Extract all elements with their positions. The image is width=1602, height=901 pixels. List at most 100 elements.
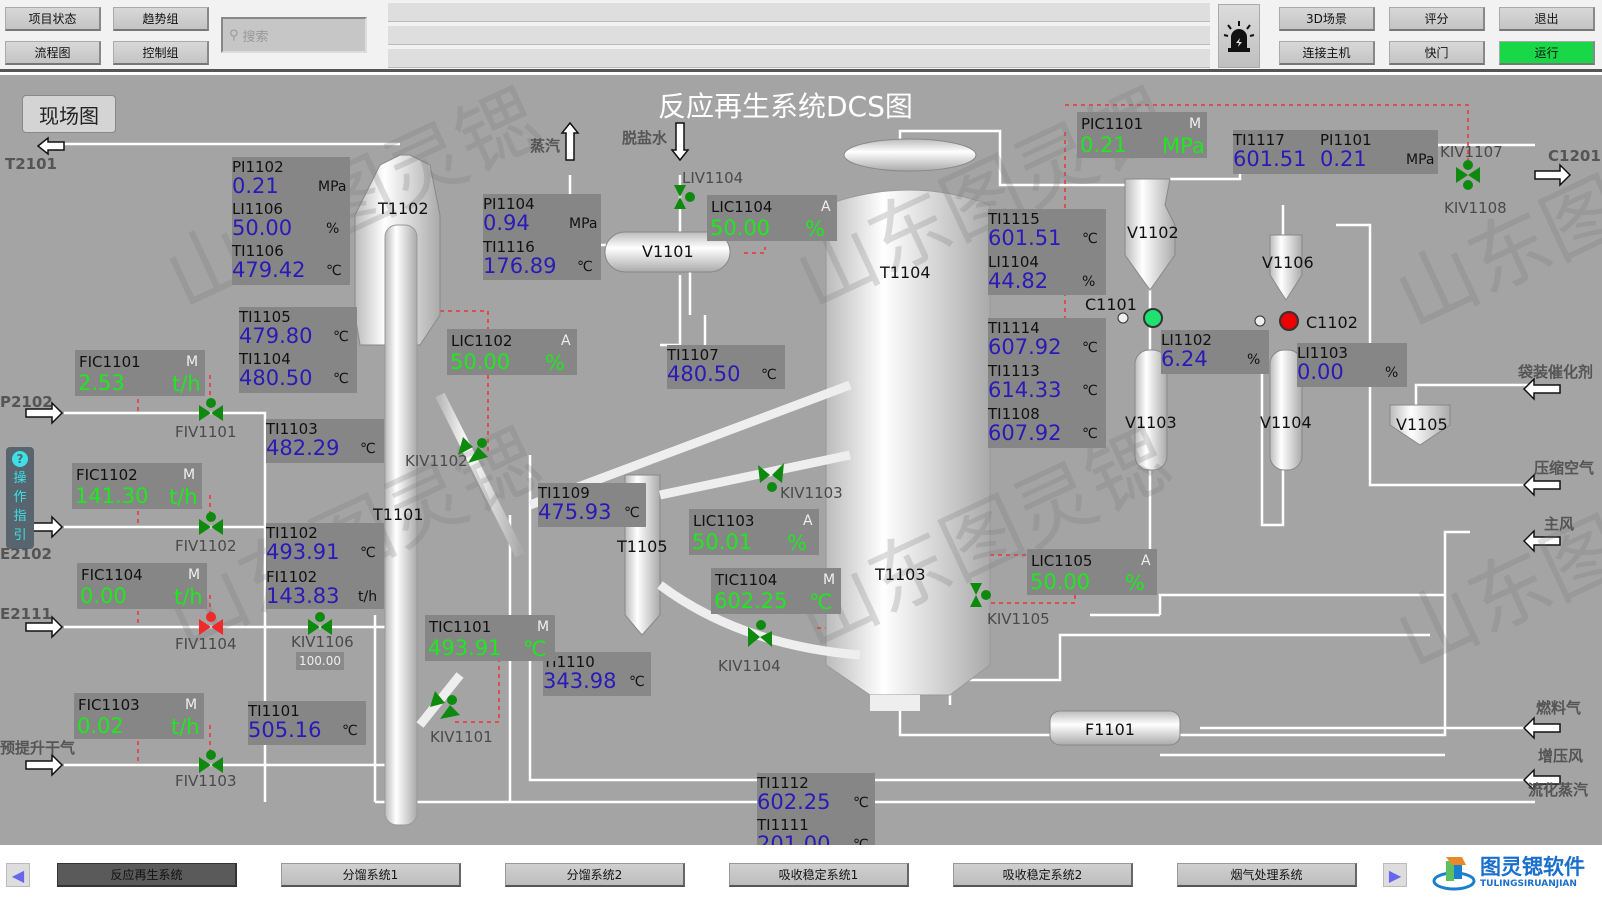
search-icon: ⚲	[229, 27, 239, 43]
equipment-C1102[interactable]: C1102	[1306, 313, 1358, 332]
controller-FIC1103[interactable]: FIC1103 M 0.02 t/h	[74, 693, 204, 739]
system-tabs-bar: ◀ 反应再生系统 分馏系统1 分馏系统2 吸收稳定系统1 吸收稳定系统2 烟气处…	[0, 845, 1602, 901]
operation-guide-button[interactable]: ? 操 作 指 引	[6, 447, 34, 549]
indicator-panel-TI1110-inner: TI1110 343.98 ℃	[543, 652, 651, 696]
top-toolbar: 项目状态 趋势组 流程图 控制组 ⚲ 搜索 3D场景 评分 退出 连接主机 快门…	[0, 0, 1602, 72]
control-group-button[interactable]: 控制组	[113, 41, 209, 65]
next-page-button[interactable]: ▶	[1383, 863, 1407, 887]
chevron-right-icon: ▶	[1388, 865, 1402, 885]
indicator-panel-TI1114: TI1114 607.92 ℃ TI1113 614.33 ℃ TI1108 6…	[988, 318, 1106, 448]
valve-KIV1108[interactable]: KIV1108	[1444, 199, 1507, 217]
controller-PIC1101[interactable]: PIC1101 M 0.21 MPa	[1077, 112, 1207, 158]
equipment-V1106[interactable]: V1106	[1262, 253, 1314, 272]
alarm-button[interactable]	[1218, 4, 1260, 68]
company-logo: 图灵锶软件 TULINGSIRUANJIAN	[1432, 851, 1602, 897]
stream-label-main-air: 主风	[1544, 515, 1575, 533]
equipment-V1102[interactable]: V1102	[1127, 223, 1179, 242]
valve-KIV1106[interactable]: KIV1106	[291, 633, 354, 651]
controller-LIC1102[interactable]: LIC1102 A 50.00 %	[447, 329, 577, 375]
equipment-T1101[interactable]: T1101	[373, 505, 424, 524]
indicator-panel-LI1103: LI1103 0.00 %	[1297, 343, 1407, 387]
valve-KIV1101[interactable]: KIV1101	[430, 728, 493, 746]
equipment-T1105[interactable]: T1105	[617, 537, 668, 556]
indicator-panel-TI1109: TI1109 475.93 ℃	[538, 483, 646, 527]
controller-FIC1102[interactable]: FIC1102 M 141.30 t/h	[72, 463, 202, 509]
equipment-F1101[interactable]: F1101	[1085, 720, 1135, 739]
stream-label-P2102: P2102	[0, 393, 53, 411]
tab-fractionation-2[interactable]: 分馏系统2	[505, 863, 685, 887]
logo-subtext: TULINGSIRUANJIAN	[1480, 879, 1577, 889]
equipment-T1103[interactable]: T1103	[875, 565, 926, 584]
trend-group-button[interactable]: 趋势组	[113, 7, 209, 31]
tab-absorption-stabilization-2[interactable]: 吸收稳定系统2	[953, 863, 1133, 887]
logo-text: 图灵锶软件	[1480, 855, 1585, 879]
score-button[interactable]: 评分	[1389, 7, 1485, 31]
stream-label-steam: 蒸汽	[530, 137, 561, 155]
stream-label-compressed-air: 压缩空气	[1534, 459, 1595, 477]
stream-label-E2102: E2102	[0, 545, 52, 563]
run-button[interactable]: 运行	[1499, 41, 1595, 65]
equipment-C1101[interactable]: C1101	[1085, 295, 1137, 314]
valve-FIV1101[interactable]: FIV1101	[175, 423, 237, 441]
field-view-button[interactable]: 现场图	[22, 95, 116, 133]
valve-KIV1103[interactable]: KIV1103	[780, 484, 843, 502]
stream-label-boost-air: 增压风	[1538, 747, 1584, 765]
pump-C1101-status[interactable]	[1143, 308, 1163, 328]
controller-LIC1105[interactable]: LIC1105 A 50.00 %	[1027, 549, 1157, 595]
controller-LIC1104[interactable]: LIC1104 A 50.00 %	[707, 195, 837, 241]
indicator-panel-TI1105: TI1105 479.80 ℃ TI1104 480.50 ℃	[239, 307, 357, 393]
equipment-V1101[interactable]: V1101	[642, 242, 694, 261]
valve-KIV1107[interactable]: KIV1107	[1440, 143, 1503, 161]
3d-scene-button[interactable]: 3D场景	[1279, 7, 1375, 31]
chevron-left-icon: ◀	[11, 865, 25, 885]
message-bar-3	[388, 49, 1210, 68]
tab-reaction-regeneration[interactable]: 反应再生系统	[57, 863, 237, 887]
controller-TIC1101[interactable]: TIC1101 M 493.91 ℃	[425, 615, 555, 661]
controller-FIC1101[interactable]: FIC1101 M 2.53 t/h	[75, 350, 205, 396]
tab-fractionation-1[interactable]: 分馏系统1	[281, 863, 461, 887]
stream-label-C1201: C1201	[1548, 147, 1601, 165]
search-placeholder: 搜索	[242, 29, 269, 45]
snapshot-button[interactable]: 快门	[1389, 41, 1485, 65]
controller-LIC1103[interactable]: LIC1103 A 50.01 %	[689, 509, 819, 555]
indicator-panel-LI1102: LI1102 6.24 %	[1161, 330, 1269, 374]
valve-KIV1102[interactable]: KIV1102	[405, 452, 468, 470]
stream-label-bagged-catalyst: 袋装催化剂	[1518, 363, 1594, 381]
indicator-panel-TI1102: TI1102 493.91 ℃ FI1102 143.83 t/h	[266, 523, 384, 609]
indicator-panel-TI1107: TI1107 480.50 ℃	[667, 345, 785, 389]
valve-KIV1105[interactable]: KIV1105	[987, 610, 1050, 628]
controller-TIC1104[interactable]: TIC1104 M 602.25 ℃	[711, 568, 841, 614]
help-icon: ?	[12, 451, 28, 467]
tab-absorption-stabilization-1[interactable]: 吸收稳定系统1	[729, 863, 909, 887]
message-bar-2	[388, 26, 1210, 45]
equipment-V1104[interactable]: V1104	[1260, 413, 1312, 432]
prev-page-button[interactable]: ◀	[6, 863, 30, 887]
equipment-T1102[interactable]: T1102	[378, 199, 429, 218]
exit-button[interactable]: 退出	[1499, 7, 1595, 31]
tab-flue-gas-treatment[interactable]: 烟气处理系统	[1177, 863, 1357, 887]
stream-label-E2111: E2111	[0, 605, 52, 623]
connect-host-button[interactable]: 连接主机	[1279, 41, 1375, 65]
project-status-button[interactable]: 项目状态	[5, 7, 101, 31]
valve-FIV1103[interactable]: FIV1103	[175, 772, 237, 790]
flowchart-button[interactable]: 流程图	[5, 41, 101, 65]
stream-label-fuel-gas: 燃料气	[1536, 699, 1582, 717]
valve-FIV1102[interactable]: FIV1102	[175, 537, 237, 555]
indicator-panel-TI1112: TI1112 602.25 ℃ TI1111 201.00 ℃	[757, 773, 875, 845]
process-diagram: 山东图灵锶 山东图灵锶 山东图灵锶 山东图灵锶 山东图灵锶 山东图灵锶 反应再生…	[0, 75, 1602, 845]
valve-LIV1104[interactable]: LIV1104	[682, 169, 744, 187]
stream-label-desalted-water: 脱盐水	[622, 129, 668, 147]
valve-FIV1104[interactable]: FIV1104	[175, 635, 237, 653]
indicator-panel-PI1104: PI1104 0.94 MPa TI1116 176.89 ℃	[483, 194, 601, 280]
pump-C1102-status[interactable]	[1279, 311, 1299, 331]
indicator-panel-TI1101: TI1101 505.16 ℃	[248, 701, 366, 745]
equipment-V1103[interactable]: V1103	[1125, 413, 1177, 432]
equipment-V1105[interactable]: V1105	[1396, 415, 1448, 434]
controller-FIC1104[interactable]: FIC1104 M 0.00 t/h	[77, 563, 207, 609]
stream-label-lift-gas: 预提升干气	[0, 739, 76, 757]
logo-icon	[1432, 857, 1476, 891]
search-input[interactable]: ⚲ 搜索	[221, 17, 367, 53]
valve-KIV1104[interactable]: KIV1104	[718, 657, 781, 675]
valve-KIV1106-opening: 100.00	[296, 652, 344, 670]
equipment-T1104[interactable]: T1104	[880, 263, 931, 282]
